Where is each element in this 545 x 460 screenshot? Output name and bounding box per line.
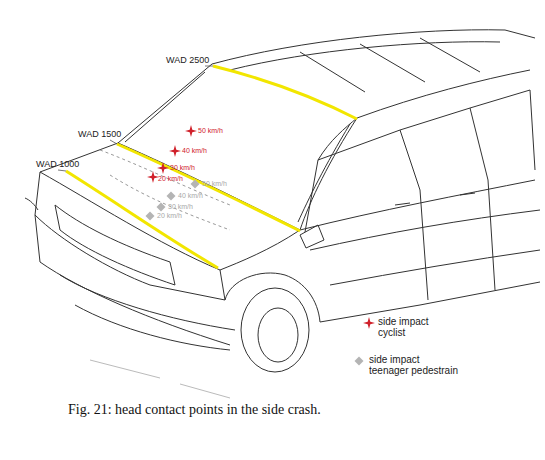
speed-label: 30 km/h bbox=[170, 164, 195, 172]
speed-label: 20 km/h bbox=[157, 212, 182, 220]
wad-label: WAD 1500 bbox=[78, 130, 121, 140]
figure-caption: Fig. 21: head contact points in the side… bbox=[68, 402, 321, 417]
wad-label: WAD 2500 bbox=[166, 56, 209, 66]
speed-label: 40 km/h bbox=[178, 192, 203, 200]
speed-label: 50 km/h bbox=[198, 127, 223, 135]
legend-text: side impact cyclist bbox=[378, 316, 440, 338]
speed-label: 50 km/h bbox=[202, 180, 227, 188]
speed-label: 20 km/h bbox=[158, 175, 183, 183]
wad-label: WAD 1000 bbox=[36, 160, 79, 170]
speed-label: 30 km/h bbox=[168, 203, 193, 211]
legend-text: side impact teenager pedestrain bbox=[369, 354, 459, 376]
speed-label: 40 km/h bbox=[182, 147, 207, 155]
